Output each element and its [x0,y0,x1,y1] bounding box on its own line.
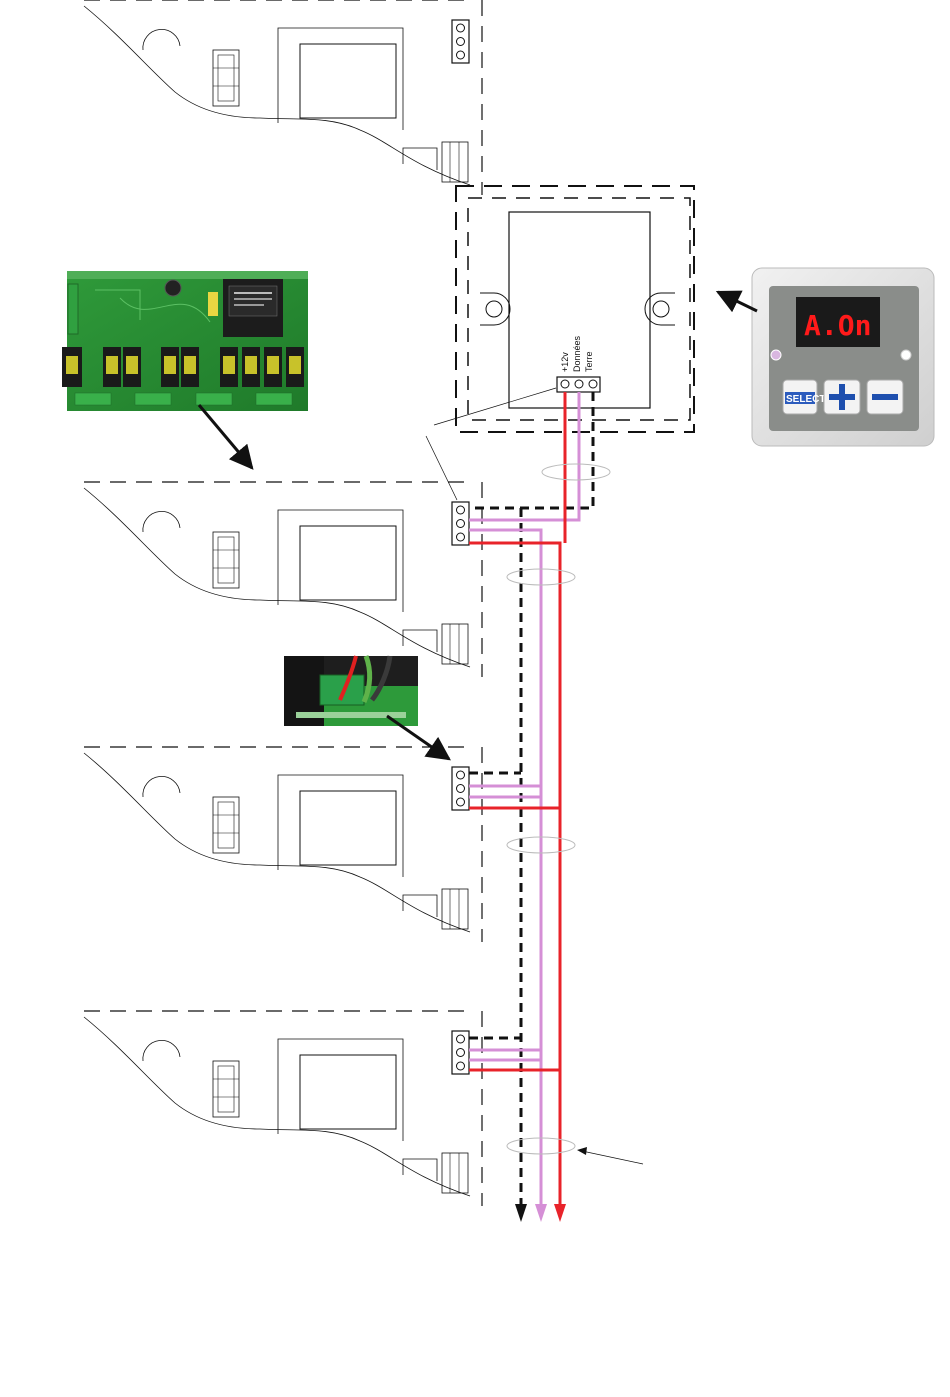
bundle-leader-arrowhead [577,1147,587,1155]
cable-bundle-1 [542,464,610,480]
controller-arrow [718,292,757,311]
power-arrow [554,1204,566,1222]
controller-display: A.On [804,309,871,342]
data-wire-controller [469,392,579,520]
board-photo-arrow [199,405,252,468]
plus-button[interactable] [824,380,860,414]
controller-terminal-block [557,377,600,392]
board-3 [84,1011,482,1206]
power-bus [469,543,560,1205]
main-board-photo [62,271,308,411]
bundle-leader-line [582,1151,643,1164]
ground-wire-controller [469,392,593,508]
board-1 [84,482,482,677]
label-power: +12v [560,352,570,372]
controller-panel: A.On SELECT [752,268,934,446]
ground-arrow [515,1204,527,1222]
controller-enclosure [456,186,694,432]
select-button-label: SELECT [786,394,825,405]
data-bus [469,530,541,1205]
board-2 [84,747,482,942]
terminal-closeup-photo [284,656,418,726]
minus-button[interactable] [867,380,903,414]
label-ground: Terre [584,351,594,372]
wiring [469,392,610,1222]
board-terminal-leader-line [426,436,457,500]
data-arrow [535,1204,547,1222]
label-data: Données [572,335,582,372]
board-terminal-block [452,20,469,63]
board-outline [84,0,482,195]
